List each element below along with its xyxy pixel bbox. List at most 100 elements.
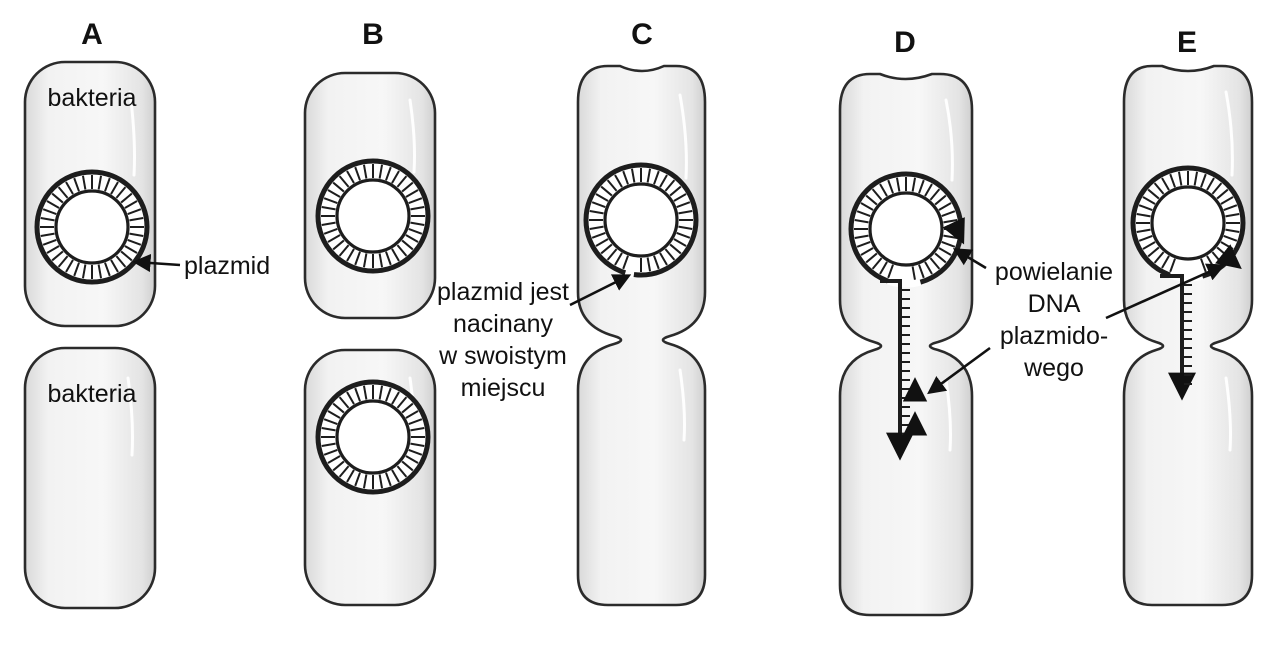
plasmid-rung [323,449,338,456]
label-nick-line: miejscu [461,374,546,402]
plasmid-rung [673,238,687,247]
plasmid-rung [659,174,668,188]
cell-highlight [1224,376,1232,452]
plasmid-rung [362,474,368,489]
plasmid-a [34,169,150,285]
plasmid-rung [856,210,871,217]
panel-letter-a: A [81,18,103,51]
plasmid-rung [1193,171,1199,186]
panel-b [303,71,437,607]
plasmid-rung [354,387,361,402]
plasmid-rung [924,261,933,275]
plasmid-rung [911,266,917,281]
plasmid-rung [653,170,660,185]
plasmid-rung [396,396,408,409]
label-nick-line: w swoistym [438,342,567,370]
plasmid-rung [591,201,606,208]
plasmid-rung [1142,241,1156,250]
new-strand-ticks [1184,284,1192,385]
plasmid-rung [73,262,80,277]
plasmid-rung [1161,255,1170,269]
cell-highlight [1224,90,1234,177]
plasmid-rung [591,232,606,239]
plasmid-rung [46,245,60,254]
plasmid-rung [405,410,419,419]
label-replication-line: wego [1023,354,1084,382]
plasmid-rung [405,234,419,243]
plasmid-rung [865,194,878,206]
plasmid-rung [1147,188,1160,200]
plasmid-rung [327,234,341,243]
plasmid-inner-strand [603,182,679,258]
plasmid-rung [1147,246,1160,258]
plasmid-rung [669,243,682,255]
plasmid-rung [595,238,609,247]
plasmid-rung [1142,196,1156,205]
panel-a [23,60,157,610]
pointer-nick [569,274,632,307]
plasmid-rung [391,469,400,483]
plasmid-rung [81,264,87,279]
plasmid-rung [327,189,341,198]
plasmid-rung [676,201,691,208]
plasmid-rung [1136,228,1151,234]
cell-highlight [128,90,136,177]
plasmid-b-bottom [315,379,431,495]
plasmid-rung [1153,251,1165,264]
plasmid-rung [124,245,138,254]
plasmid-rung [871,257,883,270]
plasmid-rung [646,168,652,183]
plasmid-rung [856,241,871,248]
plasmid-rung [600,185,613,197]
plasmid-rung [323,197,338,204]
plasmid-rung [321,205,336,211]
plasmid-rung [42,208,57,215]
plasmid-rung [354,166,361,181]
plasmid-rung [622,170,629,185]
plasmid-rung [401,460,414,472]
plasmid-rung [673,193,687,202]
panel-d [838,72,974,617]
strand-nick [624,269,635,279]
cell-highlight [408,98,416,174]
plasmid-rung [664,179,676,192]
plasmid-rung [362,385,368,400]
plasmid-rung [1225,212,1240,218]
plasmid-rung [110,181,119,195]
plasmid-rung [127,208,142,215]
panel-letter-d: D [894,26,916,59]
plasmid-rung [362,253,368,268]
pointer-replication-e [1105,263,1226,320]
panel-letter-c: C [631,18,653,51]
plasmid-rung [1225,228,1240,234]
plasmid-rung [346,248,355,262]
plasmid-c-nicked [583,162,699,279]
plasmid-rung [630,168,636,183]
plasmid-rung [385,251,392,266]
plasmid-rung [323,228,338,235]
label-replication-line: plazmido- [1000,322,1108,350]
plasmid-rung [405,189,419,198]
plasmid-rung [65,259,74,273]
plasmid-rung [51,250,64,262]
plasmid-rung [871,188,883,201]
plasmid-rung [323,418,338,425]
plasmid-rung [57,186,69,199]
plasmid-rung [110,259,119,273]
plasmid-rung [1161,177,1170,191]
plasmid-rung [854,218,869,224]
plasmid-rung [1138,235,1153,242]
plasmid-rung [396,175,408,188]
plasmid-b-top [315,158,431,274]
plasmid-rung [1223,204,1238,211]
plasmid-rung [622,255,629,270]
plasmid-rung [115,255,127,268]
plasmid-rung [1136,212,1151,218]
panel-letter-e: E [1177,26,1197,59]
plasmid-rung [664,248,676,261]
plasmid-rung [918,179,925,194]
plasmid-rung [129,216,144,222]
plasmid-inner-strand [54,189,130,265]
label-replication-line: DNA [1028,290,1081,318]
plasmid-rung [346,469,355,483]
